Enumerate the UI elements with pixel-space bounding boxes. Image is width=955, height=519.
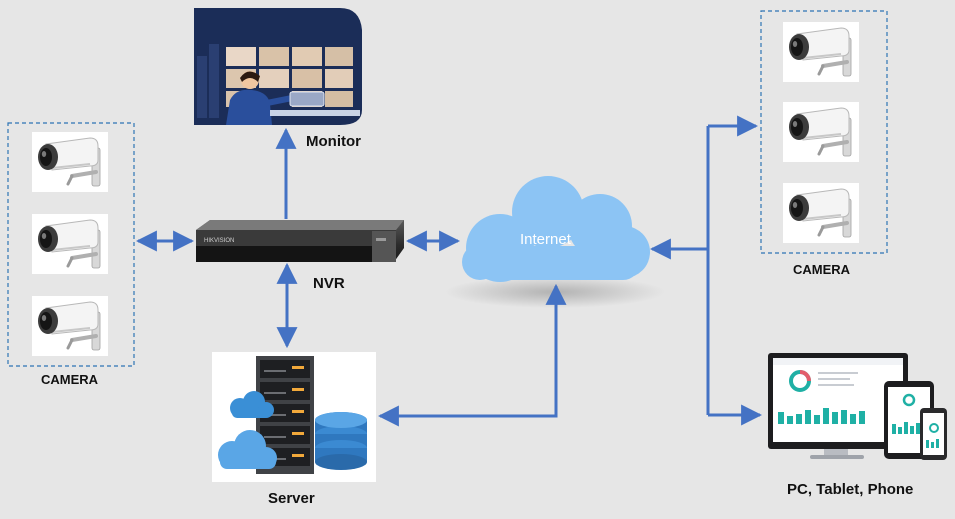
- svg-text:HIKVISION: HIKVISION: [204, 238, 234, 244]
- cctv-camera-icon: [30, 212, 110, 276]
- camera-group-right-border: [760, 10, 888, 254]
- connector-internet-server: [377, 283, 567, 427]
- cctv-camera-icon: [781, 20, 861, 84]
- nvr-recorder-icon: HIKVISION: [196, 220, 404, 262]
- server-label: Server: [268, 490, 315, 507]
- internet-label: Internet: [520, 231, 571, 248]
- devices-label: PC, Tablet, Phone: [787, 481, 914, 498]
- cctv-camera-icon: [30, 294, 110, 358]
- operator-monitor-icon: [194, 8, 362, 125]
- nvr-label: NVR: [313, 275, 345, 292]
- cctv-camera-icon: [781, 181, 861, 245]
- multi-device-icon: [768, 353, 947, 460]
- connectors: [135, 115, 763, 427]
- server-rack-icon: [212, 352, 376, 482]
- cctv-camera-icon: [30, 130, 110, 194]
- camera-group-left-label: CAMERA: [41, 372, 99, 387]
- cctv-camera-icon: [781, 100, 861, 164]
- camera-group-right-label: CAMERA: [793, 262, 851, 277]
- cloud-icon: [462, 176, 650, 282]
- monitor-label: Monitor: [306, 133, 361, 150]
- camera-group-left-border: [7, 122, 135, 367]
